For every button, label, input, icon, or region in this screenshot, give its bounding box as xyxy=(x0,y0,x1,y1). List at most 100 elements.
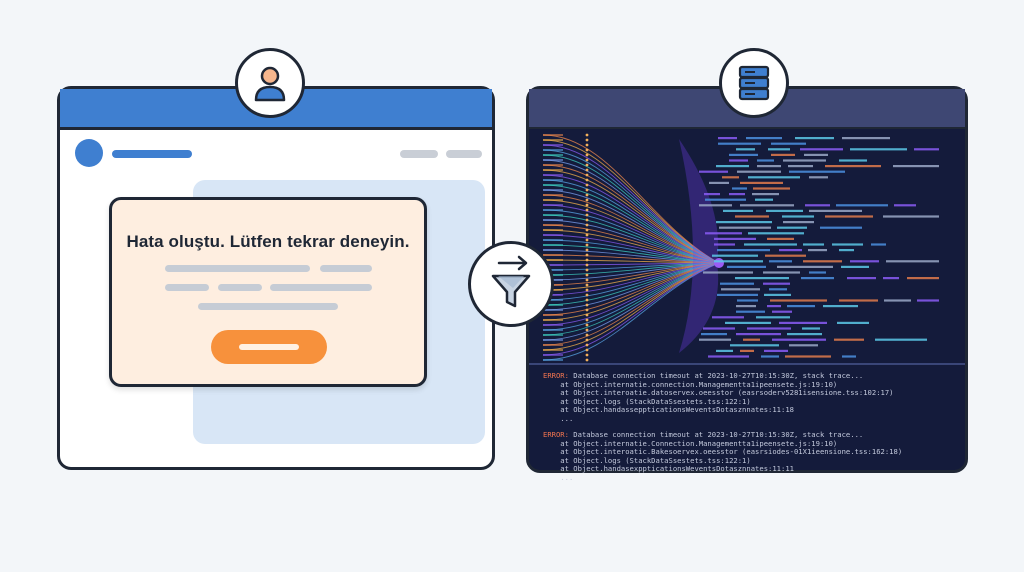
log-token-bar xyxy=(716,349,733,352)
log-token-bar xyxy=(767,237,794,240)
flow-node xyxy=(585,153,589,157)
log-text: at Object.handasexppticationsWeventsDota… xyxy=(543,464,794,474)
log-text: ... xyxy=(543,473,574,482)
log-token-bar xyxy=(721,288,760,291)
log-token-bar xyxy=(748,232,804,235)
flow-line xyxy=(542,179,720,264)
flow-node xyxy=(585,188,589,192)
log-token-bar xyxy=(736,333,781,336)
log-token-bar xyxy=(801,277,834,280)
log-line: ERROR: Database connection timeout at 20… xyxy=(543,431,863,439)
flow-line xyxy=(542,229,720,264)
flow-node xyxy=(585,158,589,162)
log-token-bar xyxy=(720,282,754,285)
flow-node xyxy=(585,343,589,347)
log-token-bar xyxy=(847,277,876,280)
log-token-bar xyxy=(825,215,873,218)
flow-source-tick xyxy=(543,334,563,336)
site-title-placeholder xyxy=(112,150,192,158)
flow-line xyxy=(542,262,720,296)
log-token-bar xyxy=(716,221,772,224)
log-token-bar xyxy=(795,137,834,140)
log-token-bar xyxy=(771,153,795,156)
log-token-bar xyxy=(772,338,826,341)
flow-source-tick xyxy=(543,229,563,231)
log-token-bar xyxy=(752,193,779,196)
log-token-bar xyxy=(756,316,790,319)
log-text: Database connection timeout at 2023-10-2… xyxy=(568,430,864,439)
log-line: at Object.handasseppticationsWeventsDota… xyxy=(543,406,794,414)
flow-line xyxy=(542,262,720,311)
text-placeholder-line xyxy=(198,303,338,310)
flow-line xyxy=(542,194,720,264)
site-logo-dot xyxy=(75,139,103,167)
log-token-bar xyxy=(820,226,862,229)
flow-node xyxy=(585,308,589,312)
log-token-bar xyxy=(730,344,779,347)
log-token-bar xyxy=(729,193,745,196)
nav-link-placeholder[interactable] xyxy=(446,150,482,158)
flow-line xyxy=(542,262,720,351)
log-token-bar xyxy=(736,305,756,308)
flow-line xyxy=(542,149,720,264)
log-token-bar xyxy=(746,137,782,140)
filter-icon-badge xyxy=(468,241,554,327)
flow-source-tick xyxy=(543,294,563,296)
log-token-bar xyxy=(894,204,916,207)
flow-source-tick xyxy=(543,264,563,266)
log-token-bar xyxy=(699,338,731,341)
log-token-bar xyxy=(787,305,815,308)
flow-source-tick xyxy=(543,304,563,306)
flow-source-tick xyxy=(543,359,563,361)
flow-line xyxy=(542,262,720,316)
log-token-bar xyxy=(718,137,737,140)
log-token-bar xyxy=(764,349,788,352)
flow-node xyxy=(585,228,589,232)
flow-node xyxy=(585,213,589,217)
retry-button[interactable] xyxy=(211,330,327,364)
flow-node xyxy=(585,303,589,307)
text-placeholder-line xyxy=(270,284,372,291)
flow-line xyxy=(542,254,720,264)
log-token-bar xyxy=(701,333,727,336)
log-token-bar xyxy=(705,232,742,235)
log-token-bar xyxy=(703,271,753,274)
log-token-bar xyxy=(772,310,792,313)
flow-line xyxy=(542,174,720,264)
flow-line xyxy=(542,262,720,306)
flow-node xyxy=(585,358,589,362)
flow-node xyxy=(585,173,589,177)
log-token-bar xyxy=(763,282,790,285)
flow-source-tick xyxy=(543,339,563,341)
log-token-bar xyxy=(782,215,814,218)
log-token-bar xyxy=(743,338,760,341)
flow-node xyxy=(585,253,589,257)
flow-source-tick xyxy=(543,189,563,191)
log-token-bar xyxy=(907,277,939,280)
log-token-bar xyxy=(770,299,827,302)
log-flow-visualization xyxy=(542,133,939,362)
flow-source-tick xyxy=(543,299,563,301)
flow-node xyxy=(585,163,589,167)
flow-line xyxy=(542,262,720,271)
flow-line xyxy=(542,234,720,264)
log-token-bar xyxy=(740,204,794,207)
log-token-bar xyxy=(839,249,854,252)
flow-source-tick xyxy=(543,344,563,346)
flow-line xyxy=(542,134,720,264)
log-line: ... xyxy=(543,415,573,423)
log-token-bar xyxy=(803,243,824,246)
flow-line xyxy=(542,209,720,264)
log-token-bar xyxy=(832,243,863,246)
log-token-bar xyxy=(719,226,771,229)
log-token-bar xyxy=(771,142,806,145)
flow-source-tick xyxy=(543,354,563,356)
log-line: at Object.logs (StackDataSsestets.tss:12… xyxy=(543,397,750,406)
flow-node xyxy=(585,273,589,277)
flow-node xyxy=(585,243,589,247)
nav-link-placeholder[interactable] xyxy=(400,150,438,158)
log-error-label: ERROR: xyxy=(543,430,569,439)
log-token-bar xyxy=(737,299,758,302)
flow-line xyxy=(542,189,720,264)
flow-source-tick xyxy=(543,349,563,351)
